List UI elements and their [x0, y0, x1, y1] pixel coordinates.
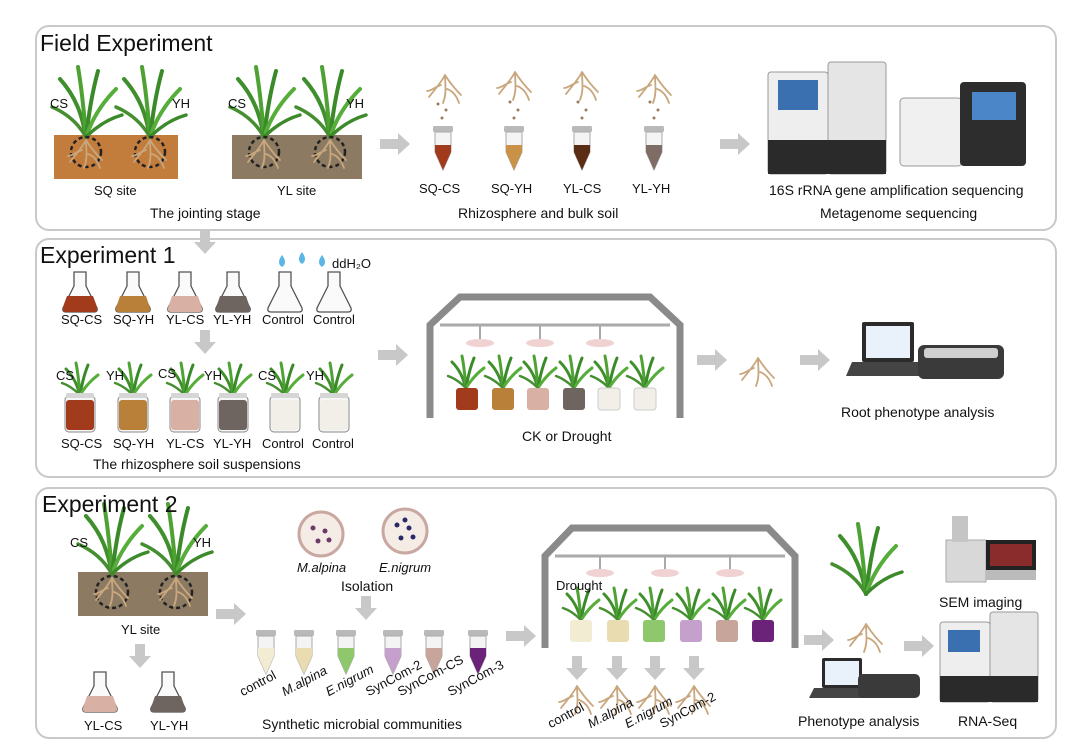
arrow-exp2-1 [216, 603, 246, 625]
exp2-tubes [255, 629, 489, 675]
sq-site-label: SQ site [94, 183, 137, 198]
plant-label-2: YH [106, 368, 125, 383]
exp2-site-label: YL site [121, 622, 161, 637]
flask-label-3: YL-CS [166, 312, 205, 327]
seq-label-2: Metagenome sequencing [820, 205, 978, 221]
arrow-isolation-down [355, 596, 377, 620]
rnaseq-sequencer [939, 611, 1039, 703]
yl-site-plot [228, 65, 368, 179]
exp2-title: Experiment 2 [42, 491, 178, 517]
seq-label-1: 16S rRNA gene amplification sequencing [769, 182, 1024, 198]
jar-label-5: Control [262, 436, 304, 451]
jointing-stage-label: The jointing stage [150, 205, 261, 221]
field-cs-label-2: CS [228, 96, 247, 111]
plant-label-3: CS [158, 366, 177, 381]
soil-label: Rhizosphere and bulk soil [458, 205, 619, 221]
soil-tubes [426, 71, 672, 171]
plant-label-5: CS [258, 368, 277, 383]
yl-site-label: YL site [277, 183, 317, 198]
plant-label-6: YH [306, 368, 325, 383]
jar-label-1: SQ-CS [61, 436, 103, 451]
field-yh-label: YH [172, 96, 191, 111]
drought-label: Drought [556, 578, 603, 593]
sem-label: SEM imaging [939, 594, 1023, 610]
field-experiment-panel [35, 25, 1057, 231]
petri-dishes [297, 507, 429, 558]
jar-label-2: SQ-YH [113, 436, 155, 451]
arrow-exp2-2 [506, 625, 536, 647]
rnaseq-label: RNA-Seq [958, 713, 1018, 729]
sequencer-machines [767, 61, 1026, 175]
tube-sq-cs: SQ-CS [419, 181, 461, 196]
water-drops [279, 252, 325, 267]
ddh2o-label: ddH₂O [332, 256, 372, 271]
field-yh-label-2: YH [346, 96, 365, 111]
exp2-flask-label-1: YL-CS [84, 718, 123, 733]
exp2-cs-label: CS [70, 535, 89, 550]
greenhouse-2 [541, 524, 799, 648]
jar-label-3: YL-CS [166, 436, 205, 451]
arrow-down-1 [194, 230, 216, 254]
plant-label-1: CS [56, 368, 75, 383]
sq-site-plot [50, 65, 188, 179]
flask-label-5: Control [262, 312, 304, 327]
exp1-flasks [62, 271, 352, 313]
tube-yl-cs: YL-CS [563, 181, 602, 196]
greenhouse-1 [426, 293, 684, 418]
condition-label: CK or Drought [522, 428, 612, 444]
arrow-field-2 [720, 133, 750, 155]
exp2-flask-label-2: YL-YH [150, 718, 189, 733]
laptop-and-scanner [846, 322, 1004, 379]
arrow-down-2 [194, 330, 216, 354]
field-title: Field Experiment [40, 30, 213, 56]
exp2-plant-and-roots [830, 522, 904, 653]
plant-label-4: YH [204, 368, 223, 383]
exp2-yh-label: YH [193, 535, 212, 550]
synthetic-label: Synthetic microbial communities [262, 716, 462, 732]
dish-label-2: E.nigrum [379, 560, 432, 575]
phenotype-label: Phenotype analysis [798, 713, 920, 729]
arrow-exp2-4 [904, 635, 934, 657]
jar-label-6: Control [312, 436, 354, 451]
exp1-jars [60, 361, 354, 433]
exp2-flasks [82, 671, 186, 713]
field-cs-label: CS [50, 96, 69, 111]
arrow-field-1 [380, 133, 410, 155]
root-analysis-label: Root phenotype analysis [841, 404, 995, 420]
isolation-label: Isolation [341, 578, 394, 594]
flask-label-6: Control [313, 312, 355, 327]
flask-label-2: SQ-YH [113, 312, 155, 327]
exp1-roots [739, 357, 775, 387]
exp2-laptop-scanner [809, 658, 920, 698]
sem-microscope [945, 516, 1036, 583]
arrow-exp1-1 [378, 344, 408, 366]
arrow-exp2-3 [804, 629, 834, 651]
tube-sq-yh: SQ-YH [491, 181, 533, 196]
arrow-exp1-2 [697, 349, 727, 371]
jar-label-4: YL-YH [213, 436, 252, 451]
flask-label-4: YL-YH [213, 312, 252, 327]
arrow-exp2-down [129, 644, 151, 668]
suspensions-label: The rhizosphere soil suspensions [93, 456, 301, 472]
exp2-field-plot [76, 502, 214, 616]
dish-label-1: M.alpina [297, 560, 347, 575]
arrow-exp1-3 [800, 349, 830, 371]
exp1-title: Experiment 1 [40, 242, 176, 268]
tube-yl-yh: YL-YH [632, 181, 671, 196]
flask-label-1: SQ-CS [61, 312, 103, 327]
